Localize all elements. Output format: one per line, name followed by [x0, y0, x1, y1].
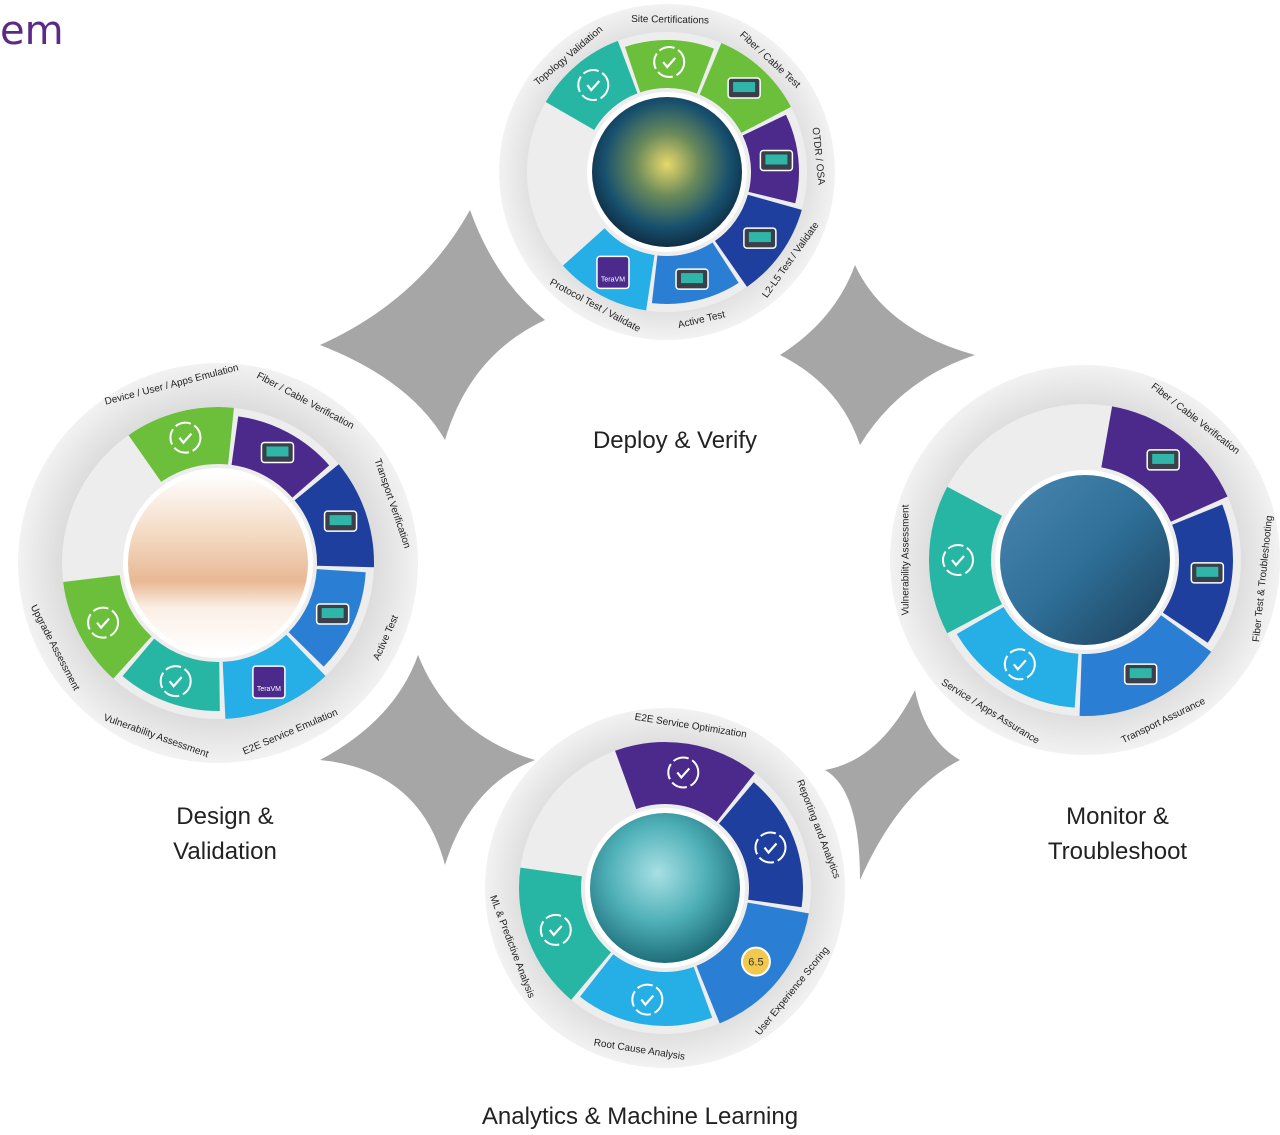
- viavi-probe-device: [675, 268, 709, 290]
- connector-top-right: [780, 265, 975, 445]
- segment-power-cycle-icon: [929, 486, 1003, 634]
- emulation-icon: [169, 421, 202, 454]
- segment-label: Site Certifications: [631, 14, 709, 27]
- stage-label-deploy-verify: Deploy & Verify: [592, 427, 758, 454]
- teravm-icon: TeraVM: [252, 665, 286, 699]
- viavi-probe-device: [1123, 663, 1158, 685]
- stage-label-analytics-ml: Analytics & Machine Learning: [481, 1103, 799, 1130]
- fiber-tester-device: [1190, 562, 1225, 584]
- otdr-device: [759, 149, 794, 172]
- viavi-probe-device: [315, 603, 350, 625]
- segment-emulation-icon: [128, 407, 234, 482]
- segment-check-cycle-icon: [122, 638, 220, 712]
- check-cycle-icon: [653, 46, 686, 79]
- connector-group: [320, 210, 975, 880]
- segment-power-cycle-icon: [956, 607, 1079, 708]
- topology-icon: [577, 69, 610, 102]
- connector-bottom-right: [825, 690, 960, 880]
- score-badge-icon: 6.5: [740, 946, 771, 977]
- score-badge-value: 6.5: [748, 957, 763, 969]
- teravm-mark: TeraVM: [601, 276, 625, 283]
- segment-topology-icon: [545, 40, 638, 130]
- rack-device: [260, 441, 295, 464]
- fiber-tester-device: [727, 77, 761, 99]
- check-cycle-icon: [159, 665, 192, 698]
- check-cycle-icon: [539, 913, 572, 946]
- page-title-fragment: em: [0, 8, 64, 54]
- stage-label-design-validation: Design & Validation: [173, 803, 277, 865]
- check-cycle-icon: [87, 606, 120, 639]
- power-cycle-icon: [942, 544, 974, 576]
- connector-top-left: [320, 210, 545, 440]
- center-image-hand-touching-analytics-icons: [590, 813, 740, 963]
- connector-bottom-left: [320, 655, 535, 865]
- handheld-tester-device: [743, 227, 777, 249]
- teravm-icon: TeraVM: [596, 255, 630, 290]
- stage-label-monitor-troubleshoot: Monitor & Troubleshoot: [1047, 803, 1188, 865]
- segment-optimization-icon: [615, 742, 755, 822]
- handheld-tester-device: [323, 510, 358, 532]
- bar-chart-icon: [754, 831, 787, 864]
- segment-check-cycle-icon: [624, 39, 714, 94]
- power-cycle-icon: [1003, 648, 1036, 681]
- center-image-technician-with-test-equipment: [1000, 475, 1170, 645]
- segment-check-cycle-icon: [519, 867, 612, 1000]
- segment-label: Vulnerability Assessment: [901, 504, 912, 615]
- center-image-hands-touching-data-screen: [592, 97, 742, 247]
- rack-device: [1146, 449, 1180, 471]
- segment-cd-analysis-icon: [580, 954, 713, 1026]
- optimization-icon: [667, 756, 700, 789]
- segment-bar-chart-icon: [718, 782, 803, 908]
- center-image-raised-thumbs-up: [128, 473, 308, 653]
- cd-analysis-icon: [631, 983, 664, 1016]
- teravm-mark: TeraVM: [257, 686, 281, 693]
- segment-check-cycle-icon: [63, 575, 152, 679]
